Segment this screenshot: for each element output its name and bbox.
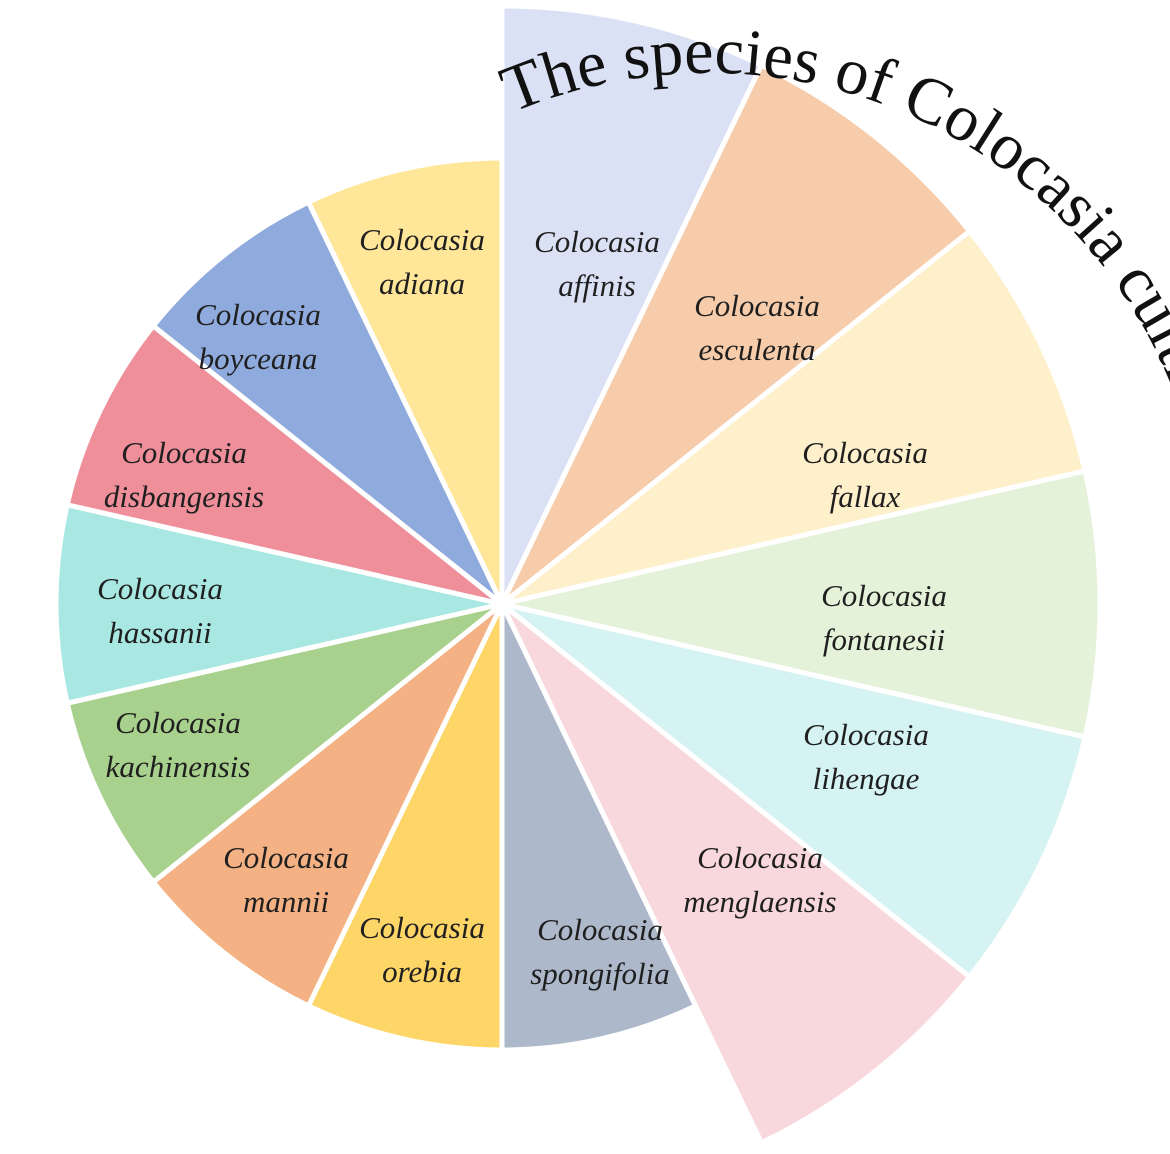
sector-label-fontanesii: Colocasia fontanesii <box>821 578 947 657</box>
sector-epithet-label: fontanesii <box>823 622 945 657</box>
sector-label-spongifolia: Colocasia spongifolia <box>530 912 670 991</box>
sector-epithet-label: adiana <box>379 266 465 301</box>
sector-genus-label: Colocasia <box>115 705 241 740</box>
sector-label-affinis: Colocasia affinis <box>534 224 660 303</box>
sector-genus-label: Colocasia <box>223 840 349 875</box>
sector-label-boyceana: Colocasia boyceana <box>195 297 321 376</box>
sector-fallax <box>499 228 1088 607</box>
sector-label-kachinensis: Colocasia kachinensis <box>106 705 251 784</box>
sector-adiana <box>305 155 505 607</box>
sector-genus-label: Colocasia <box>821 578 947 613</box>
sector-esculenta <box>499 62 973 607</box>
sector-epithet-label: kachinensis <box>106 749 251 784</box>
sector-epithet-label: mannii <box>243 884 329 919</box>
sector-epithet-label: fallax <box>830 479 901 514</box>
sector-epithet-label: hassanii <box>108 615 211 650</box>
sector-genus-label: Colocasia <box>359 222 485 257</box>
sector-genus-label: Colocasia <box>697 840 823 875</box>
sector-genus-label: Colocasia <box>803 717 929 752</box>
sector-label-mannii: Colocasia mannii <box>223 840 349 919</box>
sector-label-hassanii: Colocasia hassanii <box>97 571 223 650</box>
sector-kachinensis <box>64 601 505 885</box>
sector-orebia <box>305 601 505 1053</box>
sector-label-menglaensis: Colocasia menglaensis <box>683 840 836 919</box>
sector-genus-label: Colocasia <box>195 297 321 332</box>
sector-mannii <box>150 601 505 1009</box>
sector-genus-label: Colocasia <box>694 288 820 323</box>
sector-epithet-label: esculenta <box>698 332 815 367</box>
sector-genus-label: Colocasia <box>537 912 663 947</box>
sector-epithet-label: lihengae <box>813 761 920 796</box>
sector-epithet-label: menglaensis <box>683 884 836 919</box>
sectors-layer <box>53 3 1103 1146</box>
sector-epithet-label: affinis <box>558 268 636 303</box>
sector-genus-label: Colocasia <box>802 435 928 470</box>
sector-hassanii <box>53 502 505 706</box>
sector-epithet-label: orebia <box>382 954 462 989</box>
sector-epithet-label: boyceana <box>199 341 318 376</box>
sector-label-lihengae: Colocasia lihengae <box>803 717 929 796</box>
sector-genus-label: Colocasia <box>359 910 485 945</box>
sector-menglaensis <box>499 601 973 1146</box>
sector-epithet-label: spongifolia <box>530 956 670 991</box>
sector-fontanesii <box>499 468 1103 740</box>
sector-label-orebia: Colocasia orebia <box>359 910 485 989</box>
sector-genus-label: Colocasia <box>534 224 660 259</box>
sector-spongifolia <box>499 601 699 1053</box>
sector-boyceana <box>150 199 505 607</box>
sector-genus-label: Colocasia <box>97 571 223 606</box>
sector-label-esculenta: Colocasia esculenta <box>694 288 820 367</box>
sector-epithet-label: disbangensis <box>104 479 264 514</box>
sector-lihengae <box>499 601 1088 980</box>
sector-label-fallax: Colocasia fallax <box>802 435 928 514</box>
sector-label-disbangensis: Colocasia disbangensis <box>104 435 264 514</box>
sector-disbangensis <box>64 323 505 607</box>
sector-label-adiana: Colocasia adiana <box>359 222 485 301</box>
sector-affinis <box>499 3 764 607</box>
sector-genus-label: Colocasia <box>121 435 247 470</box>
